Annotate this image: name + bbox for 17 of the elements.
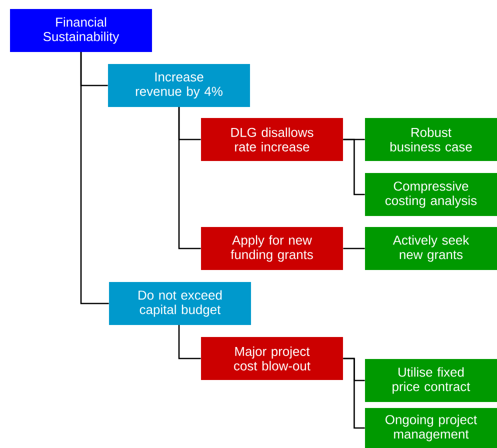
risk-box: DLG disallows rate increase [201, 118, 343, 161]
connector-line [343, 248, 365, 250]
action-box: Robust business case [365, 118, 497, 161]
action-box: Utilise fixed price contract [365, 358, 497, 402]
risk-box: Major project cost blow-out [201, 336, 343, 380]
connector-line [343, 358, 365, 429]
action-box: Compressive costing analysis [365, 172, 497, 216]
action-box: Ongoing project management [365, 408, 497, 448]
action-box: Actively seek new grants [365, 226, 497, 270]
connector-line [80, 52, 109, 304]
objective-box: Increase revenue by 4% [108, 64, 250, 107]
risk-box: Apply for new funding grants [201, 226, 343, 270]
connector-line [178, 106, 201, 250]
objective-box: Do not exceed capital budget [109, 282, 251, 325]
connector-line [178, 324, 201, 360]
goal-box: Financial Sustainability [10, 9, 152, 52]
connector-line [343, 138, 365, 196]
